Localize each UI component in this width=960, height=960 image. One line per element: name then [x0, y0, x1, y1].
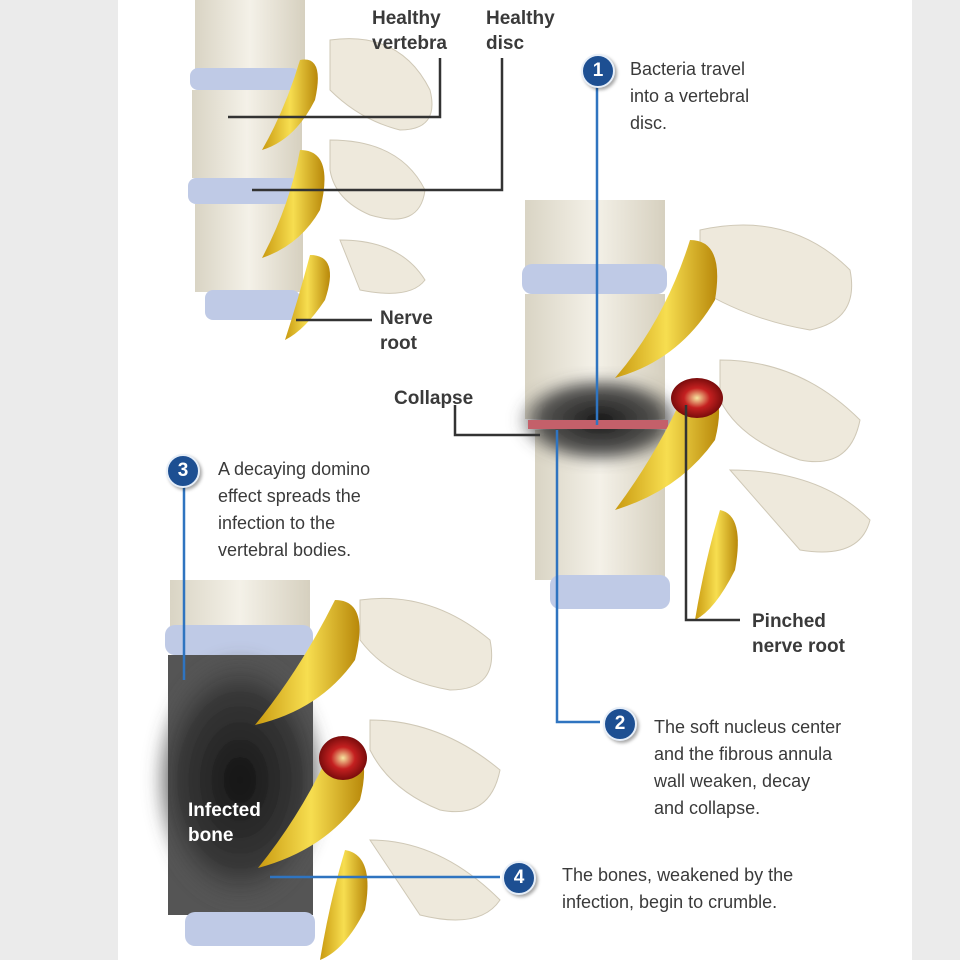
label-infected-bone: Infected bone: [188, 798, 261, 848]
label-healthy-disc: Healthy disc: [486, 6, 555, 56]
step-2-badge: 2: [603, 707, 637, 741]
step-line: Bacteria travel: [630, 59, 746, 79]
label-line: Healthy: [486, 8, 555, 29]
step-line: A decaying domino: [218, 459, 371, 479]
step-line: and collapse.: [654, 798, 761, 818]
label-collapse: Collapse: [394, 388, 474, 409]
step-1-badge: 1: [581, 54, 615, 88]
label-line: nerve root: [752, 636, 845, 657]
label-healthy-vertebra: Healthy vertebra: [372, 6, 447, 56]
step-line: vertebral bodies.: [218, 540, 352, 560]
step-line: wall weaken, decay: [654, 771, 811, 791]
label-line: disc: [486, 33, 525, 54]
label-nerve-root: Nerve root: [380, 306, 433, 356]
step-line: infection, begin to crumble.: [562, 892, 778, 912]
infected-spine: [150, 580, 501, 960]
label-line: vertebra: [372, 33, 447, 54]
step-3-badge: 3: [166, 454, 200, 488]
label-line: Infected: [188, 800, 261, 821]
step-1-text: Bacteria travel into a vertebral disc.: [630, 56, 749, 137]
step-line: infection to the: [218, 513, 336, 533]
collapsed-disc-spine: [515, 200, 871, 620]
step-2-text: The soft nucleus center and the fibrous a…: [654, 714, 841, 822]
label-pinched-nerve-root: Pinched nerve root: [752, 609, 845, 659]
step-line: The soft nucleus center: [654, 717, 842, 737]
label-line: root: [380, 333, 417, 354]
step-line: into a vertebral: [630, 86, 750, 106]
step-4-text: The bones, weakened by the infection, beg…: [562, 862, 793, 916]
step-line: The bones, weakened by the: [562, 865, 794, 885]
step-3-text: A decaying domino effect spreads the infec…: [218, 456, 370, 564]
step-4-badge: 4: [502, 861, 536, 895]
healthy-spine: [188, 0, 433, 340]
label-line: Healthy: [372, 8, 441, 29]
step-line: effect spreads the: [218, 486, 361, 506]
step-line: disc.: [630, 113, 668, 133]
label-line: Nerve: [380, 308, 433, 329]
step-line: and the fibrous annula: [654, 744, 833, 764]
leader-lines: [182, 58, 740, 879]
label-line: bone: [188, 825, 234, 846]
label-line: Pinched: [752, 611, 826, 632]
